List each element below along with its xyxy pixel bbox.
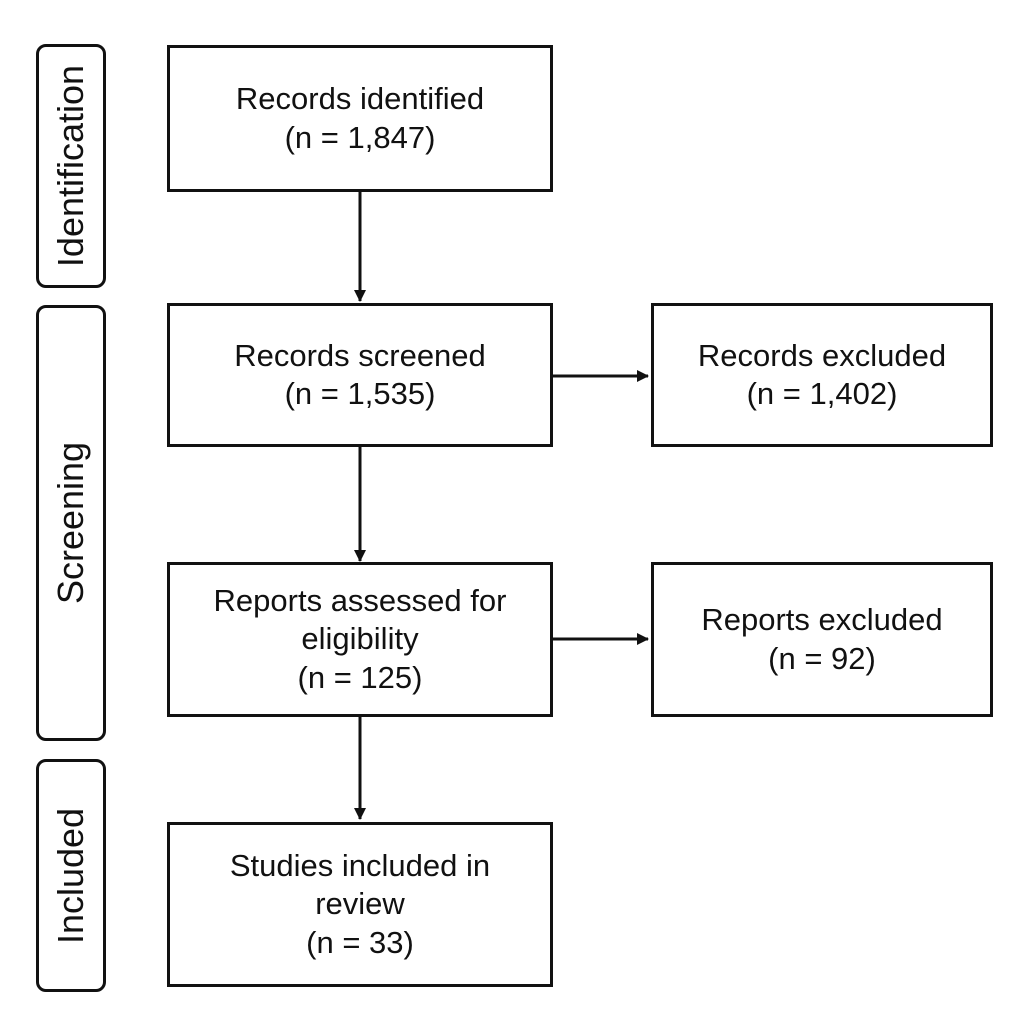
records-screened-title: Records screened (234, 337, 486, 373)
reports-excluded-count: (n = 92) (768, 640, 876, 676)
records-identified-count: (n = 1,847) (284, 119, 436, 155)
studies-included-title-line1: Studies included in (229, 847, 491, 883)
reports-excluded-title: Reports excluded (701, 602, 943, 638)
box-records-identified: Records identified (n = 1,847) (167, 45, 553, 192)
records-identified-title: Records identified (235, 81, 485, 117)
phase-included: Included (36, 759, 106, 992)
box-records-screened: Records screened (n = 1,535) (167, 303, 553, 447)
box-studies-included: Studies included in review (n = 33) (167, 822, 553, 987)
reports-assessed-count: (n = 125) (297, 659, 423, 695)
studies-included-count: (n = 33) (306, 924, 414, 960)
records-excluded-count: (n = 1,402) (746, 376, 898, 411)
phase-identification: Identification (36, 44, 106, 288)
records-screened-count: (n = 1,535) (284, 376, 436, 411)
reports-assessed-title-line2: eligibility (301, 621, 419, 657)
phase-screening: Screening (36, 305, 106, 741)
box-reports-excluded: Reports excluded (n = 92) (651, 562, 993, 717)
records-excluded-title: Records excluded (697, 337, 947, 373)
reports-assessed-title-line1: Reports assessed for (213, 582, 507, 618)
box-reports-assessed: Reports assessed for eligibility (n = 12… (167, 562, 553, 717)
studies-included-title-line2: review (315, 886, 405, 922)
box-records-excluded: Records excluded (n = 1,402) (651, 303, 993, 447)
phase-identification-label: Identification (50, 64, 91, 268)
phase-screening-label: Screening (50, 441, 91, 605)
phase-included-label: Included (50, 807, 91, 944)
